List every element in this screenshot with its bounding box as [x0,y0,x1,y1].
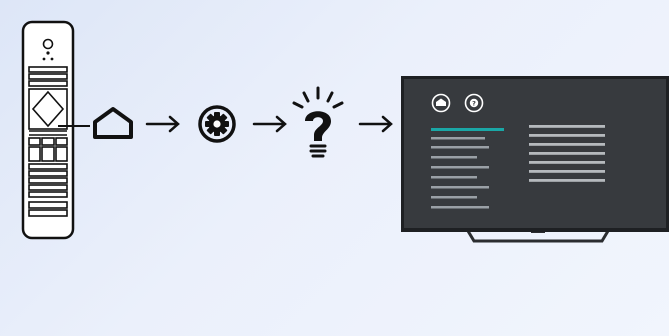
menu-highlight [431,128,504,131]
svg-text:?: ? [472,100,476,108]
arrow-right-icon [147,117,178,131]
arrow-right-icon [360,117,391,131]
remote-icon [23,22,73,238]
arrow-right-icon [254,117,285,131]
settings-icon [200,107,234,141]
help-icon [294,88,342,156]
home-icon [95,109,131,137]
